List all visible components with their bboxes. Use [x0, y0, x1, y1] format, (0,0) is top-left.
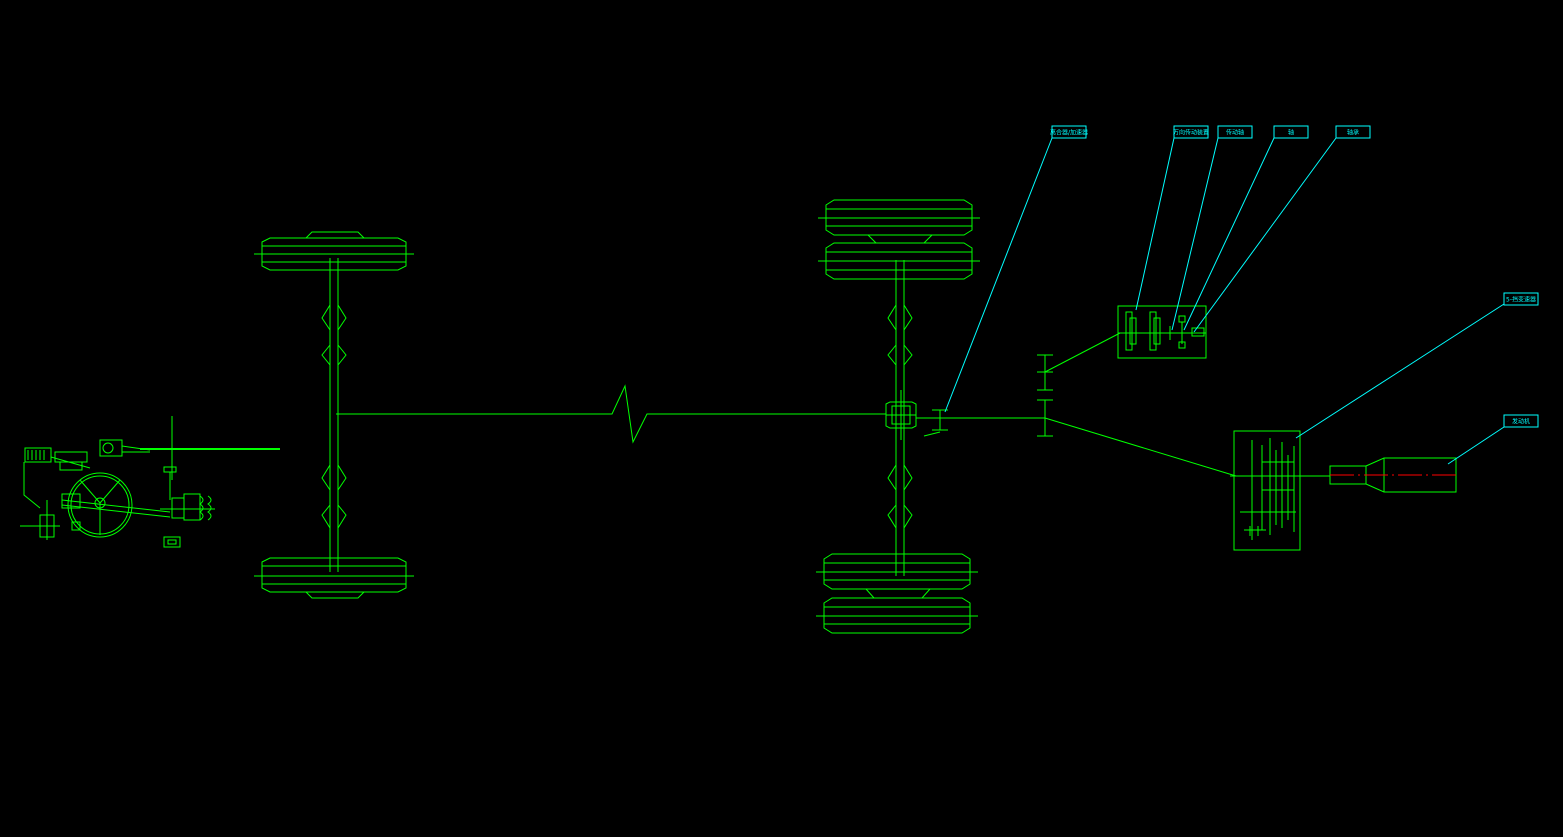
- callout-box: [1335, 125, 1371, 139]
- callout-label-6: 5-挡变速器: [1503, 292, 1539, 306]
- steering-damper: [163, 536, 181, 548]
- engine: [1329, 457, 1457, 493]
- differential: [885, 390, 917, 440]
- callout-box: [1503, 414, 1539, 428]
- steering-assembly: [20, 416, 280, 548]
- front-left-wheel: [254, 231, 414, 271]
- callout-label-7: 发动机: [1503, 414, 1539, 428]
- callout-box: [1173, 125, 1209, 139]
- callout-text: 5-挡变速器: [1506, 296, 1536, 304]
- callout-box: [1503, 292, 1539, 306]
- callout-label-1: 离合器/加速器: [1050, 125, 1088, 139]
- callout-box: [1217, 125, 1253, 139]
- steering-column-top: [99, 439, 123, 457]
- callout-label-5: 轴承: [1335, 125, 1371, 139]
- callout-text: 轴: [1288, 129, 1294, 137]
- steering-box: [24, 447, 52, 463]
- propeller-shaft: [336, 384, 886, 444]
- rear-axle: [816, 199, 1045, 634]
- front-axle-beam: [321, 258, 347, 572]
- callout-box: [1273, 125, 1309, 139]
- five-speed-gearbox: [1230, 430, 1330, 551]
- callout-text: 发动机: [1512, 418, 1530, 426]
- rear-right-dual-wheel: [816, 553, 978, 634]
- callout-label-4: 轴: [1273, 125, 1309, 139]
- callout-leaders: [944, 137, 1505, 465]
- rear-left-dual-wheel: [818, 199, 980, 280]
- front-axle: [254, 231, 414, 599]
- callout-label-3: 传动轴: [1217, 125, 1253, 139]
- transfer-gear-unit: [1117, 305, 1207, 359]
- front-right-wheel: [254, 557, 414, 599]
- callout-text: 轴承: [1347, 129, 1359, 137]
- universal-joint-links: [1037, 332, 1237, 477]
- callout-text: 万向传动装置: [1173, 129, 1209, 137]
- callout-label-2: 万向传动装置: [1173, 125, 1209, 139]
- callout-text: 传动轴: [1226, 129, 1244, 137]
- steering-wheel-rim: [67, 472, 133, 538]
- callout-text: 离合器/加速器: [1050, 129, 1088, 137]
- rear-axle-housing: [887, 260, 913, 576]
- callout-box: [1051, 125, 1087, 139]
